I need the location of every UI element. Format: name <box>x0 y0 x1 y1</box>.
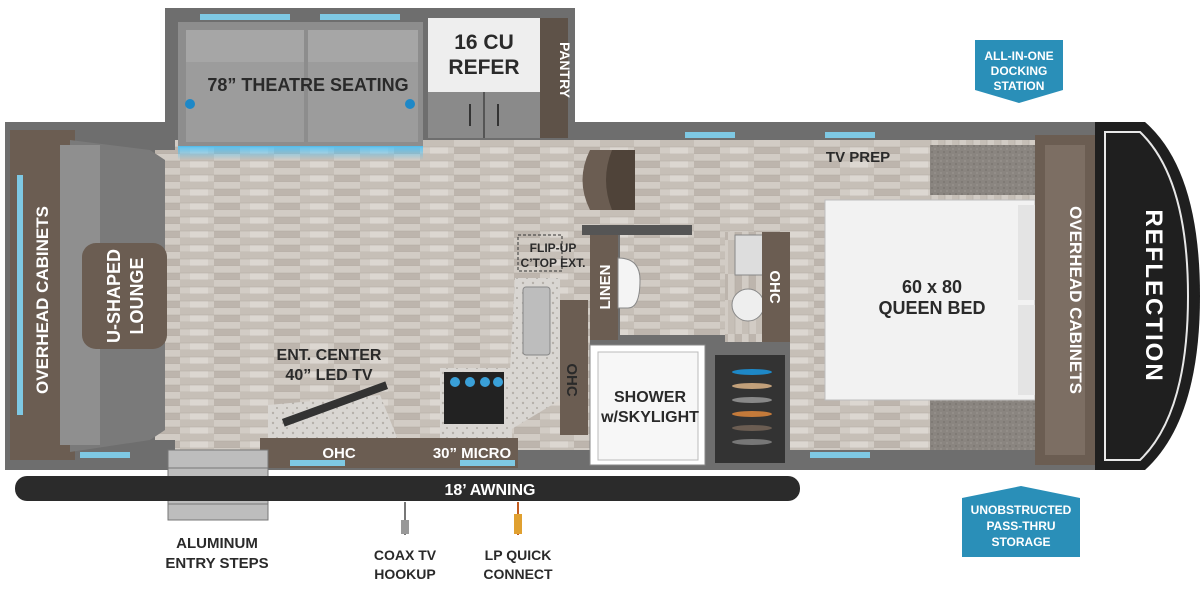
flip-up-label-line2: C’TOP EXT. <box>521 256 586 270</box>
overhead-cabinets-right-label: OVERHEAD CABINETS <box>1066 206 1085 394</box>
storage-callout: UNOBSTRUCTED PASS-THRU STORAGE <box>962 486 1080 557</box>
ent-center-label-line1: ENT. CENTER <box>277 347 382 364</box>
coax-label-line1: COAX TV <box>374 547 437 563</box>
ent-center-label-line2: 40” LED TV <box>285 367 372 384</box>
storage-callout-line1: UNOBSTRUCTED <box>971 503 1072 517</box>
u-shaped-lounge-label-line2: LOUNGE <box>127 257 147 334</box>
tv-prep-label: TV PREP <box>826 149 890 166</box>
docking-callout-line1: ALL-IN-ONE <box>984 49 1053 63</box>
flip-up-label-line1: FLIP-UP <box>530 241 577 255</box>
lp-connect-line <box>514 502 522 535</box>
lp-label-line1: LP QUICK <box>485 547 552 563</box>
docking-callout-line3: STATION <box>994 79 1045 93</box>
theatre-seating-label: 78” THEATRE SEATING <box>207 75 408 95</box>
linen-label: LINEN <box>597 265 614 310</box>
ohc-kitchen-label: OHC <box>563 363 580 397</box>
brand-logo-text: REFLECTION <box>1140 209 1167 382</box>
front-cap <box>1095 122 1200 470</box>
rear-lounge <box>10 130 167 460</box>
theatre-seating <box>178 14 423 160</box>
refer-label-line2: REFER <box>448 56 519 79</box>
u-shaped-lounge-label-line1: U-SHAPED <box>104 249 124 343</box>
bathroom <box>582 150 790 466</box>
ohc-front-label: OHC <box>322 445 356 462</box>
storage-callout-line2: PASS-THRU <box>986 519 1055 533</box>
entertainment-center <box>260 381 518 468</box>
storage-callout-line3: STORAGE <box>991 535 1050 549</box>
micro-label: 30” MICRO <box>433 445 512 462</box>
shower-label-line2: w/SKYLIGHT <box>600 409 699 426</box>
awning-label: 18’ AWNING <box>445 482 536 499</box>
entry-steps-label-line1: ALUMINUM <box>176 535 258 552</box>
awning <box>15 476 800 501</box>
shower-label-line1: SHOWER <box>614 389 686 406</box>
coax-hookup-line <box>401 502 409 535</box>
docking-station-callout: ALL-IN-ONE DOCKING STATION <box>975 40 1063 103</box>
bedroom <box>824 135 1095 465</box>
coax-label-line2: HOOKUP <box>374 566 435 582</box>
refrigerator <box>428 18 540 138</box>
windows <box>80 132 875 466</box>
entry-steps-label-line2: ENTRY STEPS <box>165 555 268 572</box>
pantry-label: PANTRY <box>557 42 573 99</box>
docking-callout-line2: DOCKING <box>991 64 1048 78</box>
kitchen <box>440 234 588 438</box>
lp-label-line2: CONNECT <box>483 566 553 582</box>
bed-label-line2: QUEEN BED <box>878 298 985 318</box>
shoe-rack <box>732 369 772 445</box>
bed-label-line1: 60 x 80 <box>902 277 962 297</box>
ohc-bath-label: OHC <box>766 270 783 304</box>
refer-label-line1: 16 CU <box>454 31 514 54</box>
pantry <box>540 18 568 138</box>
overhead-cabinets-left-label: OVERHEAD CABINETS <box>33 206 52 394</box>
